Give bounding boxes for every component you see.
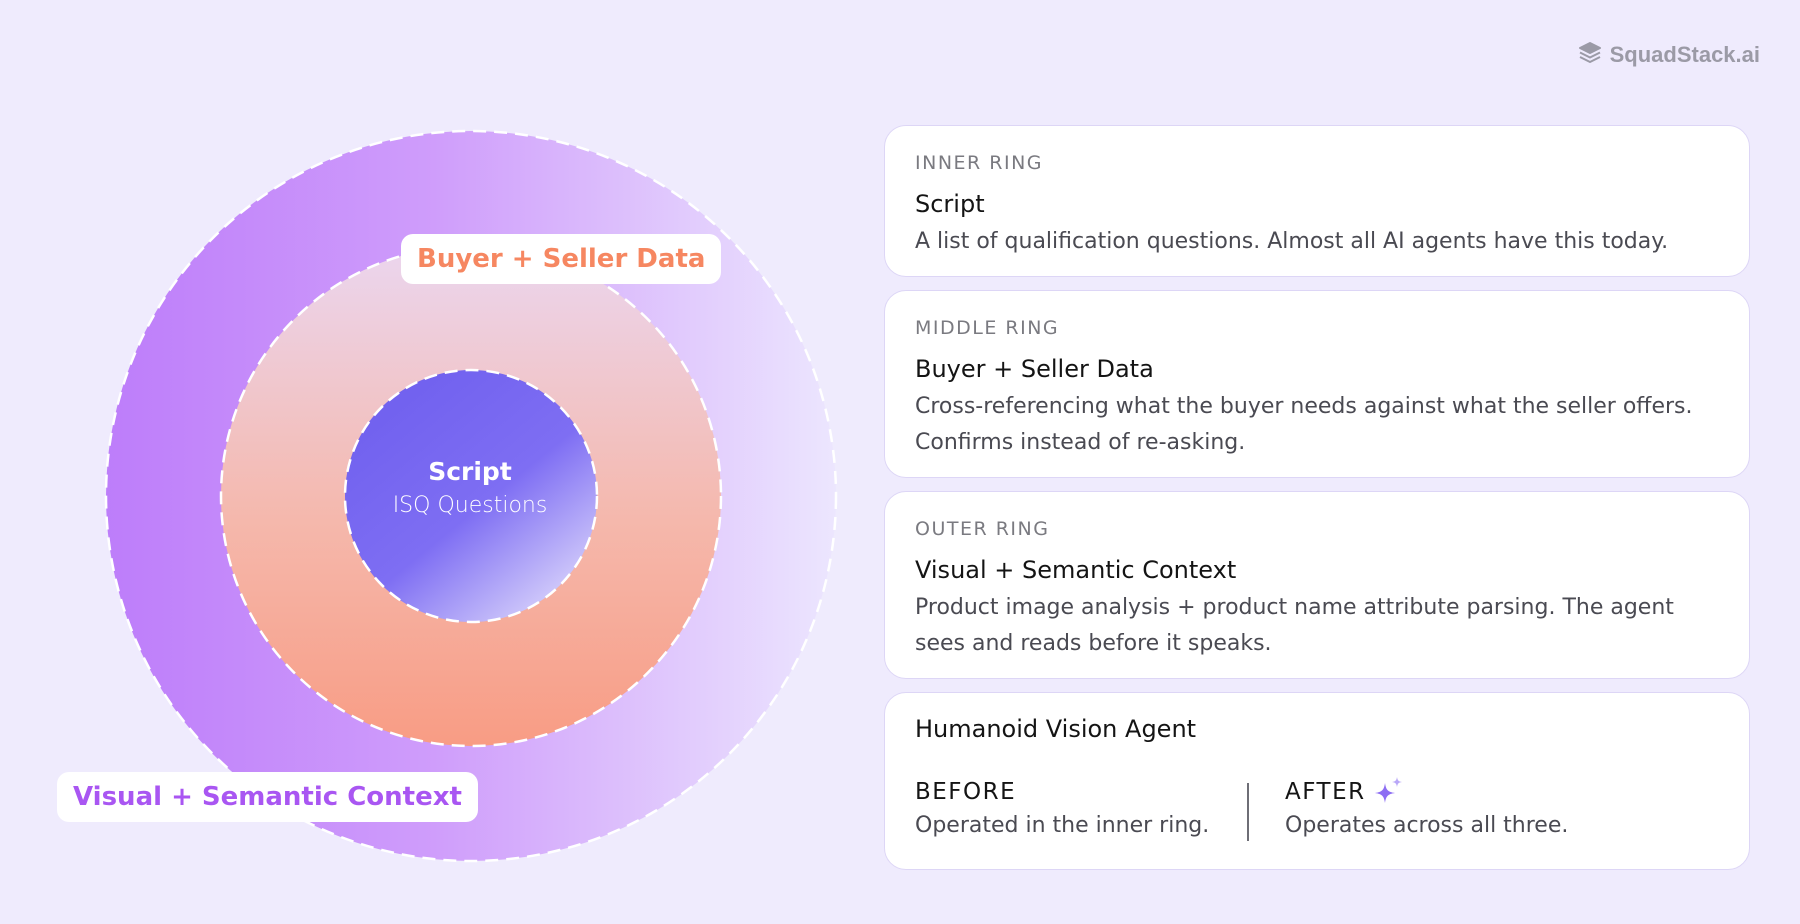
inner-ring bbox=[343, 368, 599, 624]
before-label-text: BEFORE bbox=[915, 779, 1017, 805]
card-description: Product image analysis + product name at… bbox=[915, 595, 1674, 656]
after-label-text: AFTER bbox=[1285, 779, 1366, 805]
card-summary: Humanoid Vision Agent BEFORE Operated in… bbox=[884, 692, 1750, 870]
before-column: BEFORE Operated in the inner ring. bbox=[915, 775, 1209, 838]
card-inner-ring: INNER RING Script A list of qualificatio… bbox=[884, 125, 1750, 277]
sparkle-icon bbox=[1372, 775, 1406, 809]
card-title: Script bbox=[915, 190, 985, 218]
card-title: Buyer + Seller Data bbox=[915, 355, 1154, 383]
card-description: A list of qualification questions. Almos… bbox=[915, 229, 1669, 254]
concentric-rings-diagram: Script ISQ Questions Buyer + Seller Data… bbox=[0, 0, 860, 924]
inner-ring-label: Script ISQ Questions bbox=[345, 455, 595, 523]
inner-ring-title: Script bbox=[428, 457, 512, 486]
before-after-divider bbox=[1247, 783, 1249, 841]
middle-ring-label: Buyer + Seller Data bbox=[401, 234, 722, 284]
card-eyebrow: OUTER RING bbox=[915, 518, 1050, 540]
card-middle-ring: MIDDLE RING Buyer + Seller Data Cross-re… bbox=[884, 290, 1750, 478]
summary-title: Humanoid Vision Agent bbox=[915, 715, 1197, 743]
before-label: BEFORE bbox=[915, 775, 1209, 809]
card-description: Cross-referencing what the buyer needs a… bbox=[915, 394, 1693, 455]
before-text: Operated in the inner ring. bbox=[915, 813, 1210, 838]
stack-layers-icon bbox=[1578, 40, 1602, 70]
outer-ring-label: Visual + Semantic Context bbox=[57, 772, 478, 822]
inner-ring-subtitle: ISQ Questions bbox=[392, 493, 548, 518]
after-column: AFTER Operates across all three. bbox=[1285, 775, 1568, 838]
brand-logo: SquadStack.ai bbox=[1578, 40, 1760, 70]
brand-name: SquadStack.ai bbox=[1609, 42, 1760, 67]
card-eyebrow: MIDDLE RING bbox=[915, 317, 1060, 339]
card-outer-ring: OUTER RING Visual + Semantic Context Pro… bbox=[884, 491, 1750, 679]
card-title: Visual + Semantic Context bbox=[915, 556, 1237, 584]
card-eyebrow: INNER RING bbox=[915, 152, 1044, 174]
after-label: AFTER bbox=[1285, 775, 1568, 809]
after-text: Operates across all three. bbox=[1285, 813, 1569, 838]
